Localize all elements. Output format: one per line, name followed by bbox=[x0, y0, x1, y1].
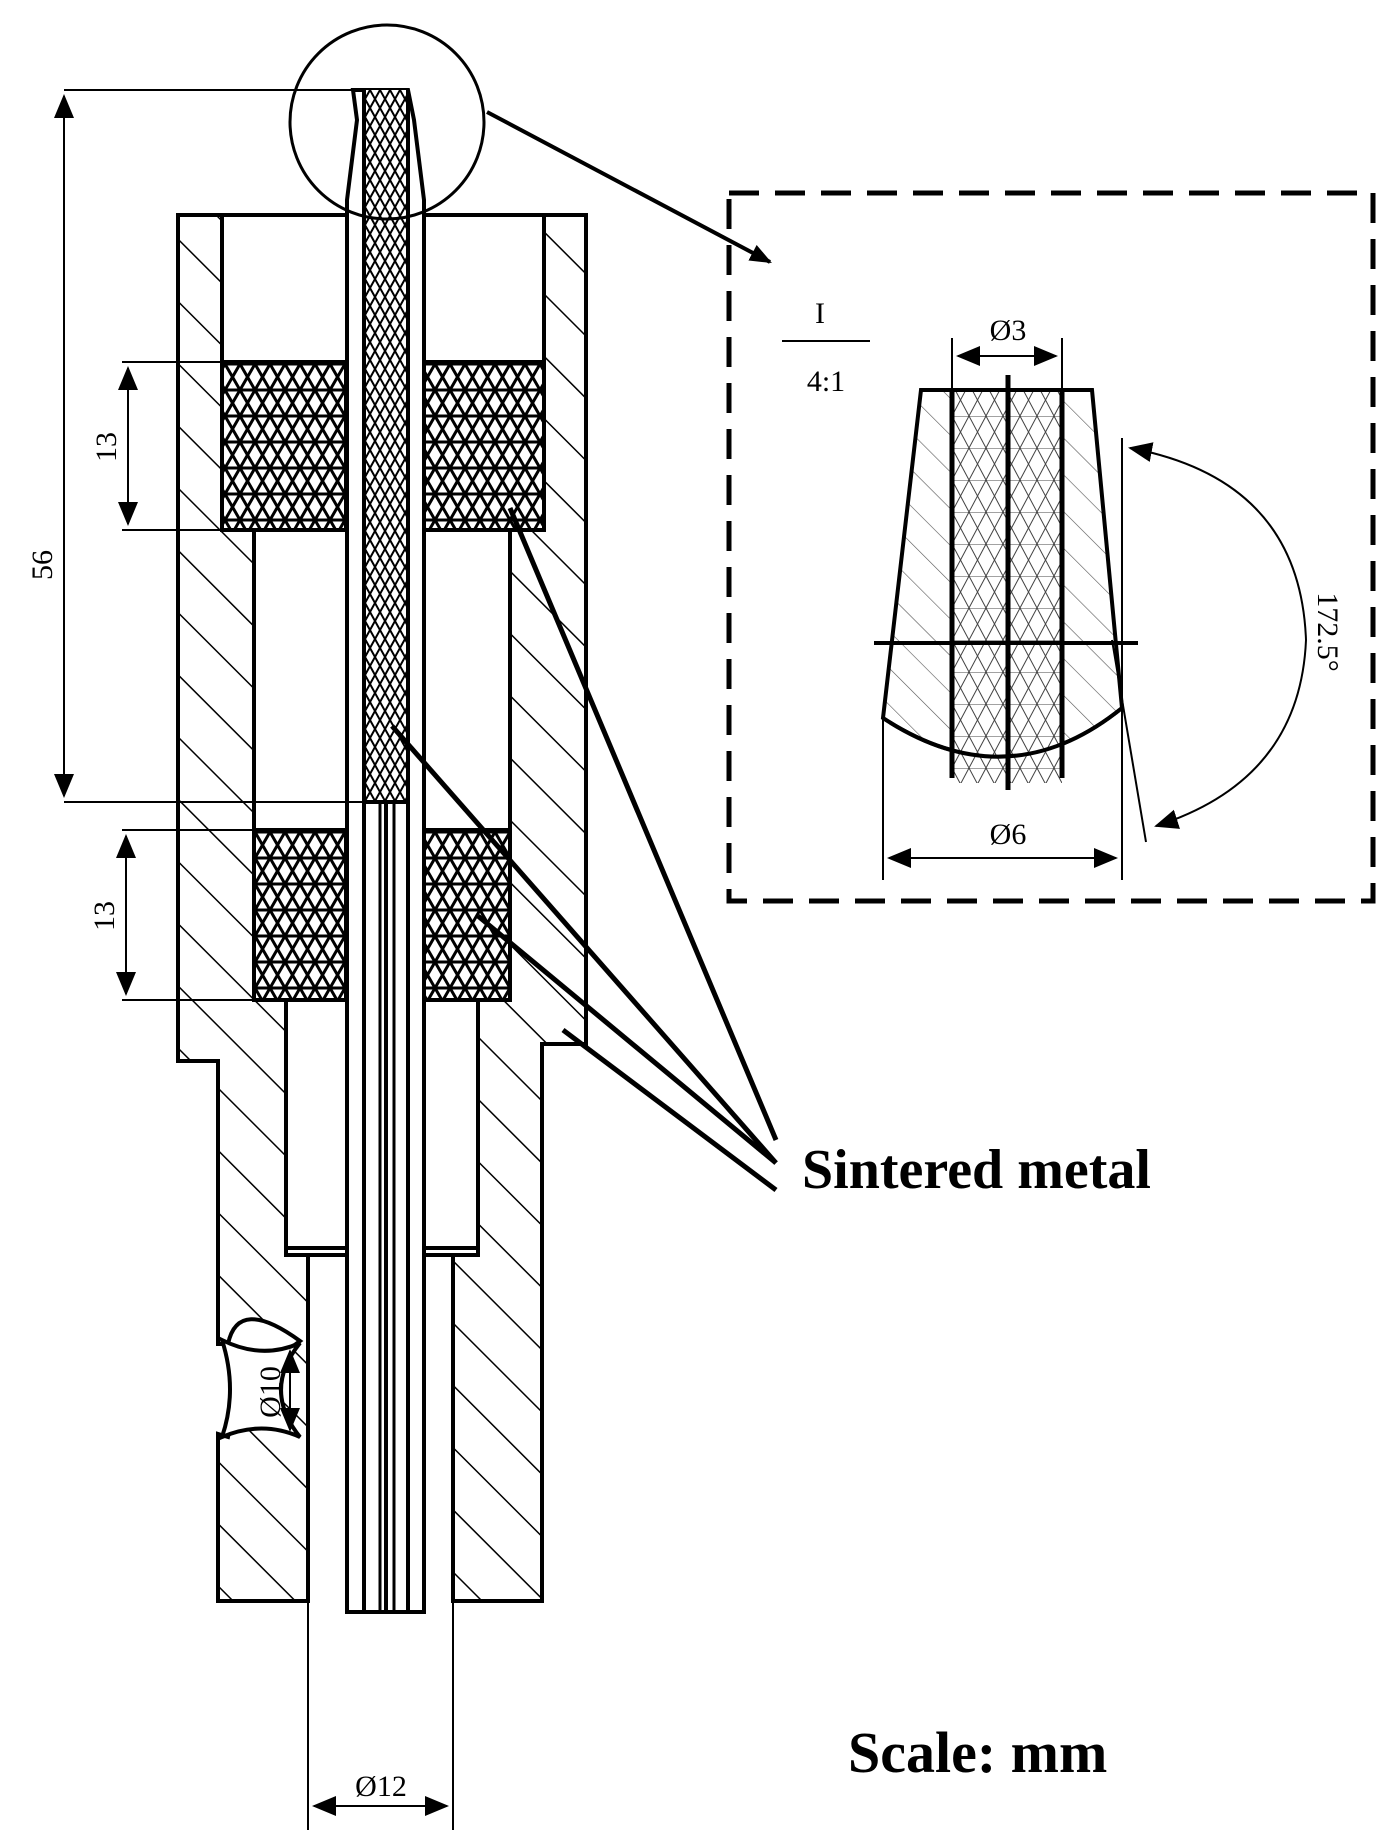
detail-dim-angle: 172.5° bbox=[1311, 592, 1344, 672]
dim-side-port-dia: Ø10 bbox=[254, 1366, 287, 1418]
detail-circle bbox=[288, 23, 486, 221]
upper-right-sinter bbox=[418, 360, 546, 532]
dim-lower-sinter-height: 13 bbox=[88, 901, 121, 931]
central-tube bbox=[345, 88, 426, 1614]
sintered-leaders bbox=[390, 507, 779, 1192]
dim-bottom-dia: Ø12 bbox=[355, 1770, 407, 1803]
scale-note: Scale: mm bbox=[848, 1720, 1107, 1785]
detail-box bbox=[726, 190, 1376, 904]
detail-view: I 4:1 Ø3 Ø6 172.5 bbox=[726, 190, 1376, 904]
dimensions-main bbox=[54, 89, 454, 1830]
dim-total-height: 56 bbox=[26, 550, 59, 580]
dim-upper-sinter-height: 13 bbox=[90, 432, 123, 462]
upper-left-sinter bbox=[220, 360, 348, 532]
detail-dim-top-dia: Ø3 bbox=[990, 314, 1027, 347]
lower-right-sinter bbox=[418, 828, 512, 1002]
detail-scale: 4:1 bbox=[807, 365, 845, 398]
detail-leader bbox=[486, 110, 772, 264]
lower-left-sinter bbox=[252, 828, 348, 1002]
sintered-metal-label: Sintered metal bbox=[802, 1139, 1151, 1201]
detail-dim-bottom-dia: Ø6 bbox=[990, 818, 1027, 851]
detail-label: I bbox=[815, 297, 825, 330]
